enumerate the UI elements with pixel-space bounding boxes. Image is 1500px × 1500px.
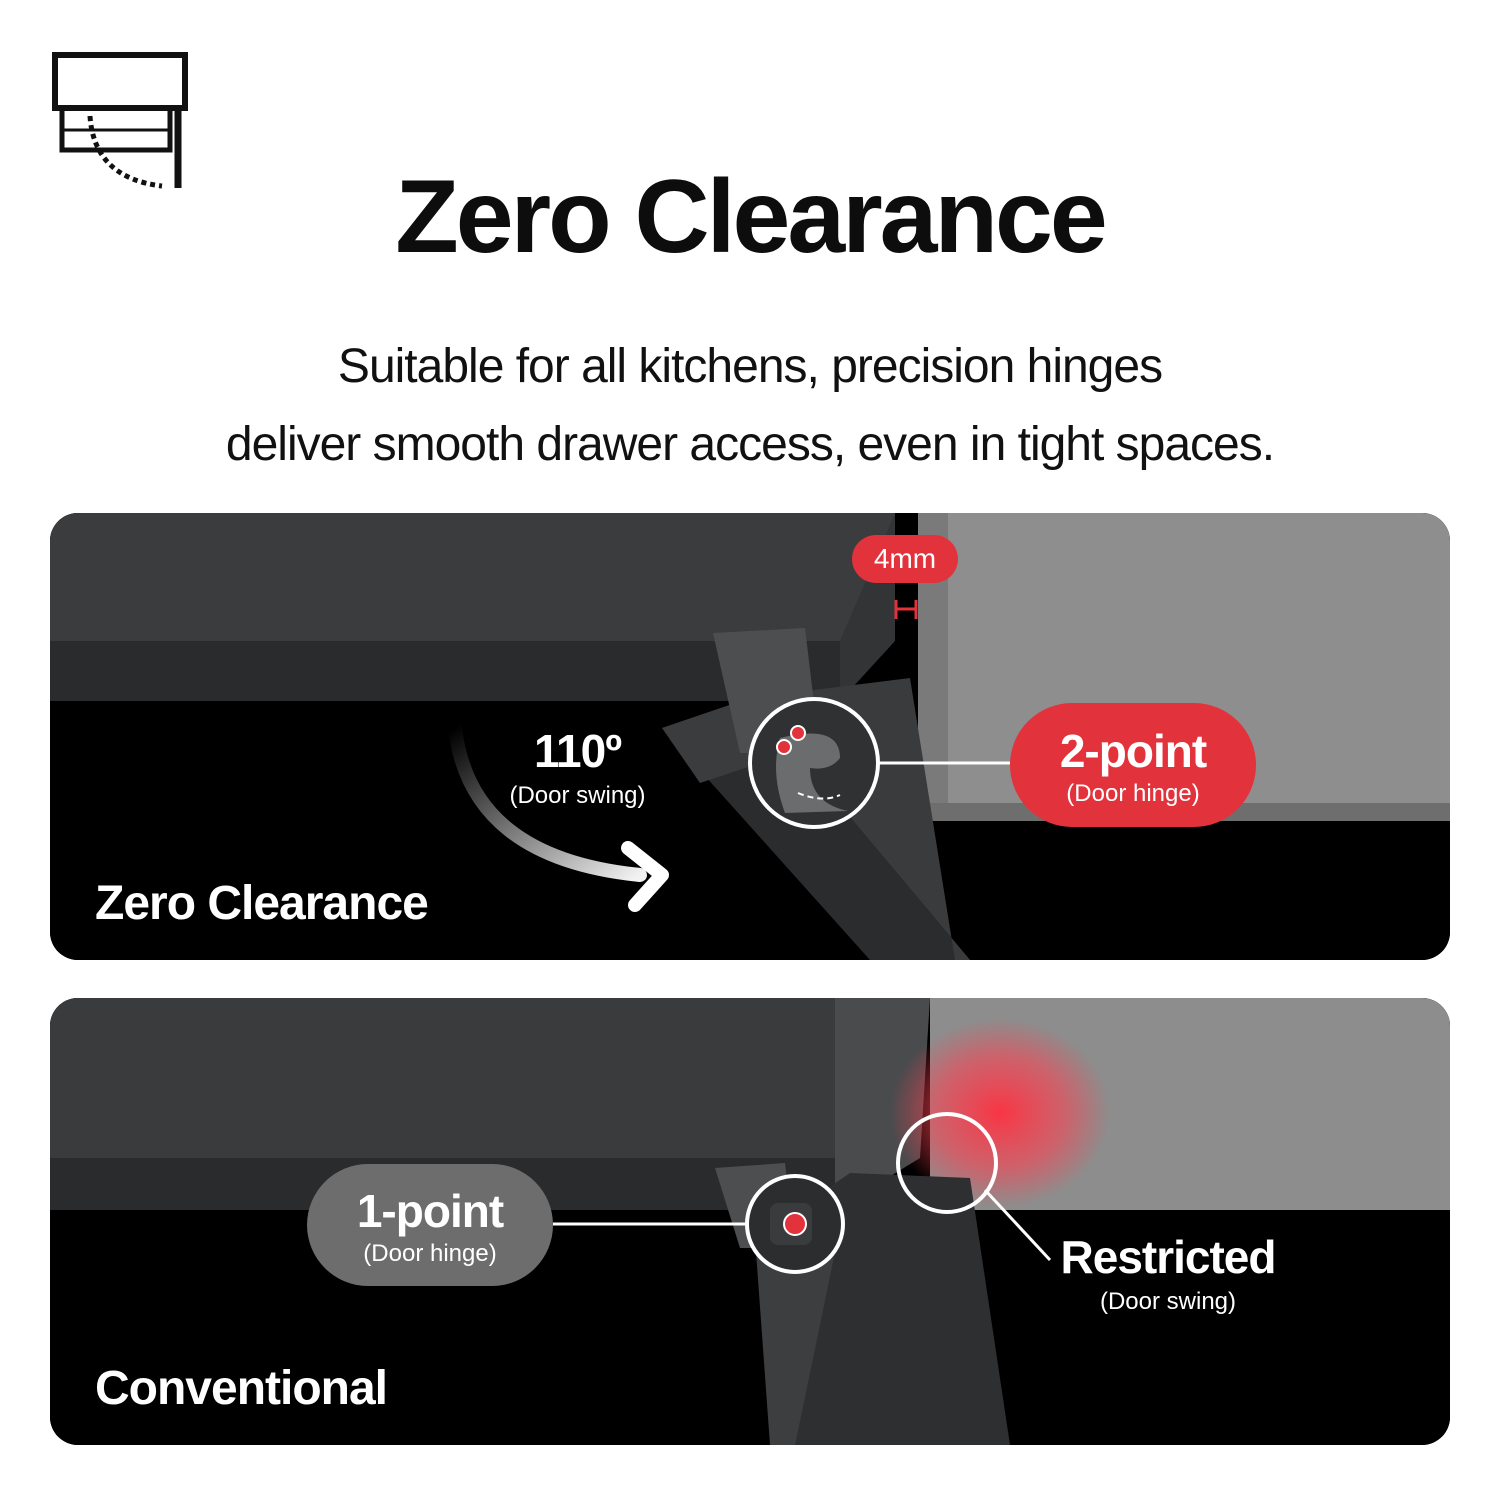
two-point-hinge-pill: 2-point (Door hinge): [1010, 703, 1256, 827]
swing-angle-caption: (Door swing): [509, 782, 646, 809]
conventional-panel: 1-point (Door hinge) Restricted (Door sw…: [50, 998, 1450, 1445]
one-point-hinge-pill: 1-point (Door hinge): [307, 1164, 553, 1286]
restricted-swing-label: Restricted (Door swing): [1050, 1234, 1286, 1314]
swing-angle-label: 110º (Door swing): [490, 728, 665, 808]
two-point-label: 2-point: [1059, 725, 1207, 777]
restricted-value: Restricted: [1060, 1231, 1277, 1283]
subtitle-line-1: Suitable for all kitchens, precision hin…: [337, 340, 1163, 393]
zero-clearance-title: Zero Clearance: [95, 877, 429, 930]
subtitle-line-2: deliver smooth drawer access, even in ti…: [225, 418, 1275, 471]
one-point-label: 1-point: [356, 1185, 504, 1237]
conventional-illustration: [50, 998, 1450, 1445]
conventional-title: Conventional: [95, 1362, 388, 1415]
zero-clearance-illustration: [50, 513, 1450, 960]
swing-angle-value: 110º: [533, 725, 622, 777]
two-point-caption: (Door hinge): [1066, 780, 1200, 807]
page-title: Zero Clearance: [395, 159, 1107, 275]
gap-badge: 4mm: [852, 535, 958, 583]
one-point-caption: (Door hinge): [363, 1240, 497, 1267]
zero-clearance-panel: 4mm 110º (Door swing) 2-point (Door hing…: [50, 513, 1450, 960]
drawer-hinge-icon: [52, 52, 188, 189]
restricted-caption: (Door swing): [1099, 1288, 1237, 1315]
